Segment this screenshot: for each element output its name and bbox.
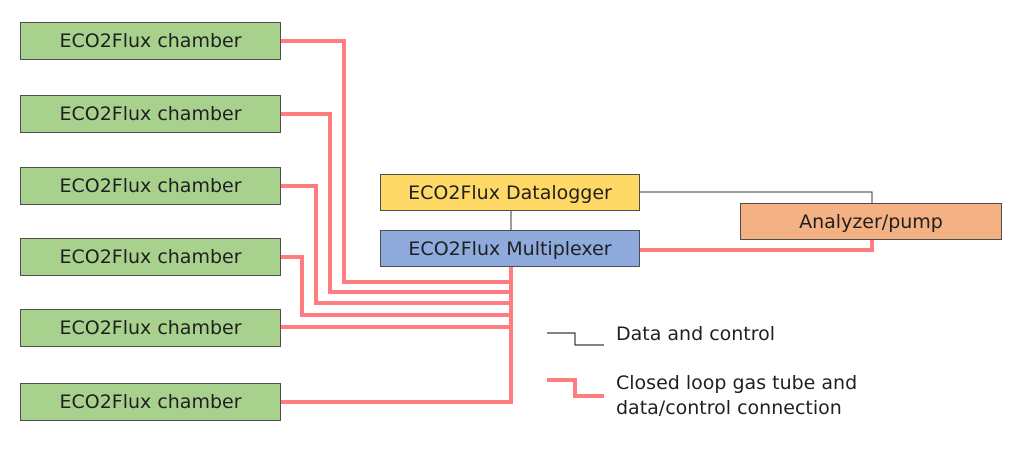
- chamber-label: ECO2Flux chamber: [59, 246, 242, 268]
- legend-gas-tube-symbol: [547, 378, 604, 398]
- datalogger-label: ECO2Flux Datalogger: [408, 181, 612, 204]
- gas-tube-chamber-1: [281, 39, 513, 284]
- chamber-box-4: ECO2Flux chamber: [20, 238, 281, 276]
- chamber-box-2: ECO2Flux chamber: [20, 95, 281, 133]
- chamber-label: ECO2Flux chamber: [59, 317, 242, 339]
- legend-data-control-symbol: [547, 332, 604, 346]
- analyzer-label: Analyzer/pump: [799, 210, 943, 233]
- gas-tube-analyzer: [640, 240, 874, 252]
- data-control-lines: [510, 191, 873, 230]
- chamber-box-6: ECO2Flux chamber: [20, 383, 281, 421]
- gas-tube-chamber-4: [281, 255, 513, 317]
- chamber-label: ECO2Flux chamber: [59, 30, 242, 52]
- legend-gas-tube-label-line2: data/control connection: [616, 397, 842, 419]
- multiplexer-label: ECO2Flux Multiplexer: [408, 237, 612, 260]
- legend-gas-tube-label-line1: Closed loop gas tube and: [616, 372, 858, 394]
- gas-tube-chamber-3: [281, 184, 513, 305]
- analyzer-box: Analyzer/pump: [740, 203, 1002, 240]
- data-line-datalogger-analyzer: [640, 191, 873, 203]
- chamber-box-1: ECO2Flux chamber: [20, 22, 281, 60]
- legend-data-control-label: Data and control: [616, 323, 776, 345]
- gas-tube-chamber-6: [281, 267, 513, 404]
- datalogger-box: ECO2Flux Datalogger: [380, 174, 640, 211]
- gas-tube-chamber-2: [281, 112, 513, 294]
- gas-tube-lines: [281, 39, 874, 404]
- chamber-box-3: ECO2Flux chamber: [20, 167, 281, 205]
- chamber-box-5: ECO2Flux chamber: [20, 309, 281, 347]
- chamber-label: ECO2Flux chamber: [59, 103, 242, 125]
- chamber-label: ECO2Flux chamber: [59, 175, 242, 197]
- chamber-label: ECO2Flux chamber: [59, 391, 242, 413]
- multiplexer-box: ECO2Flux Multiplexer: [380, 230, 640, 267]
